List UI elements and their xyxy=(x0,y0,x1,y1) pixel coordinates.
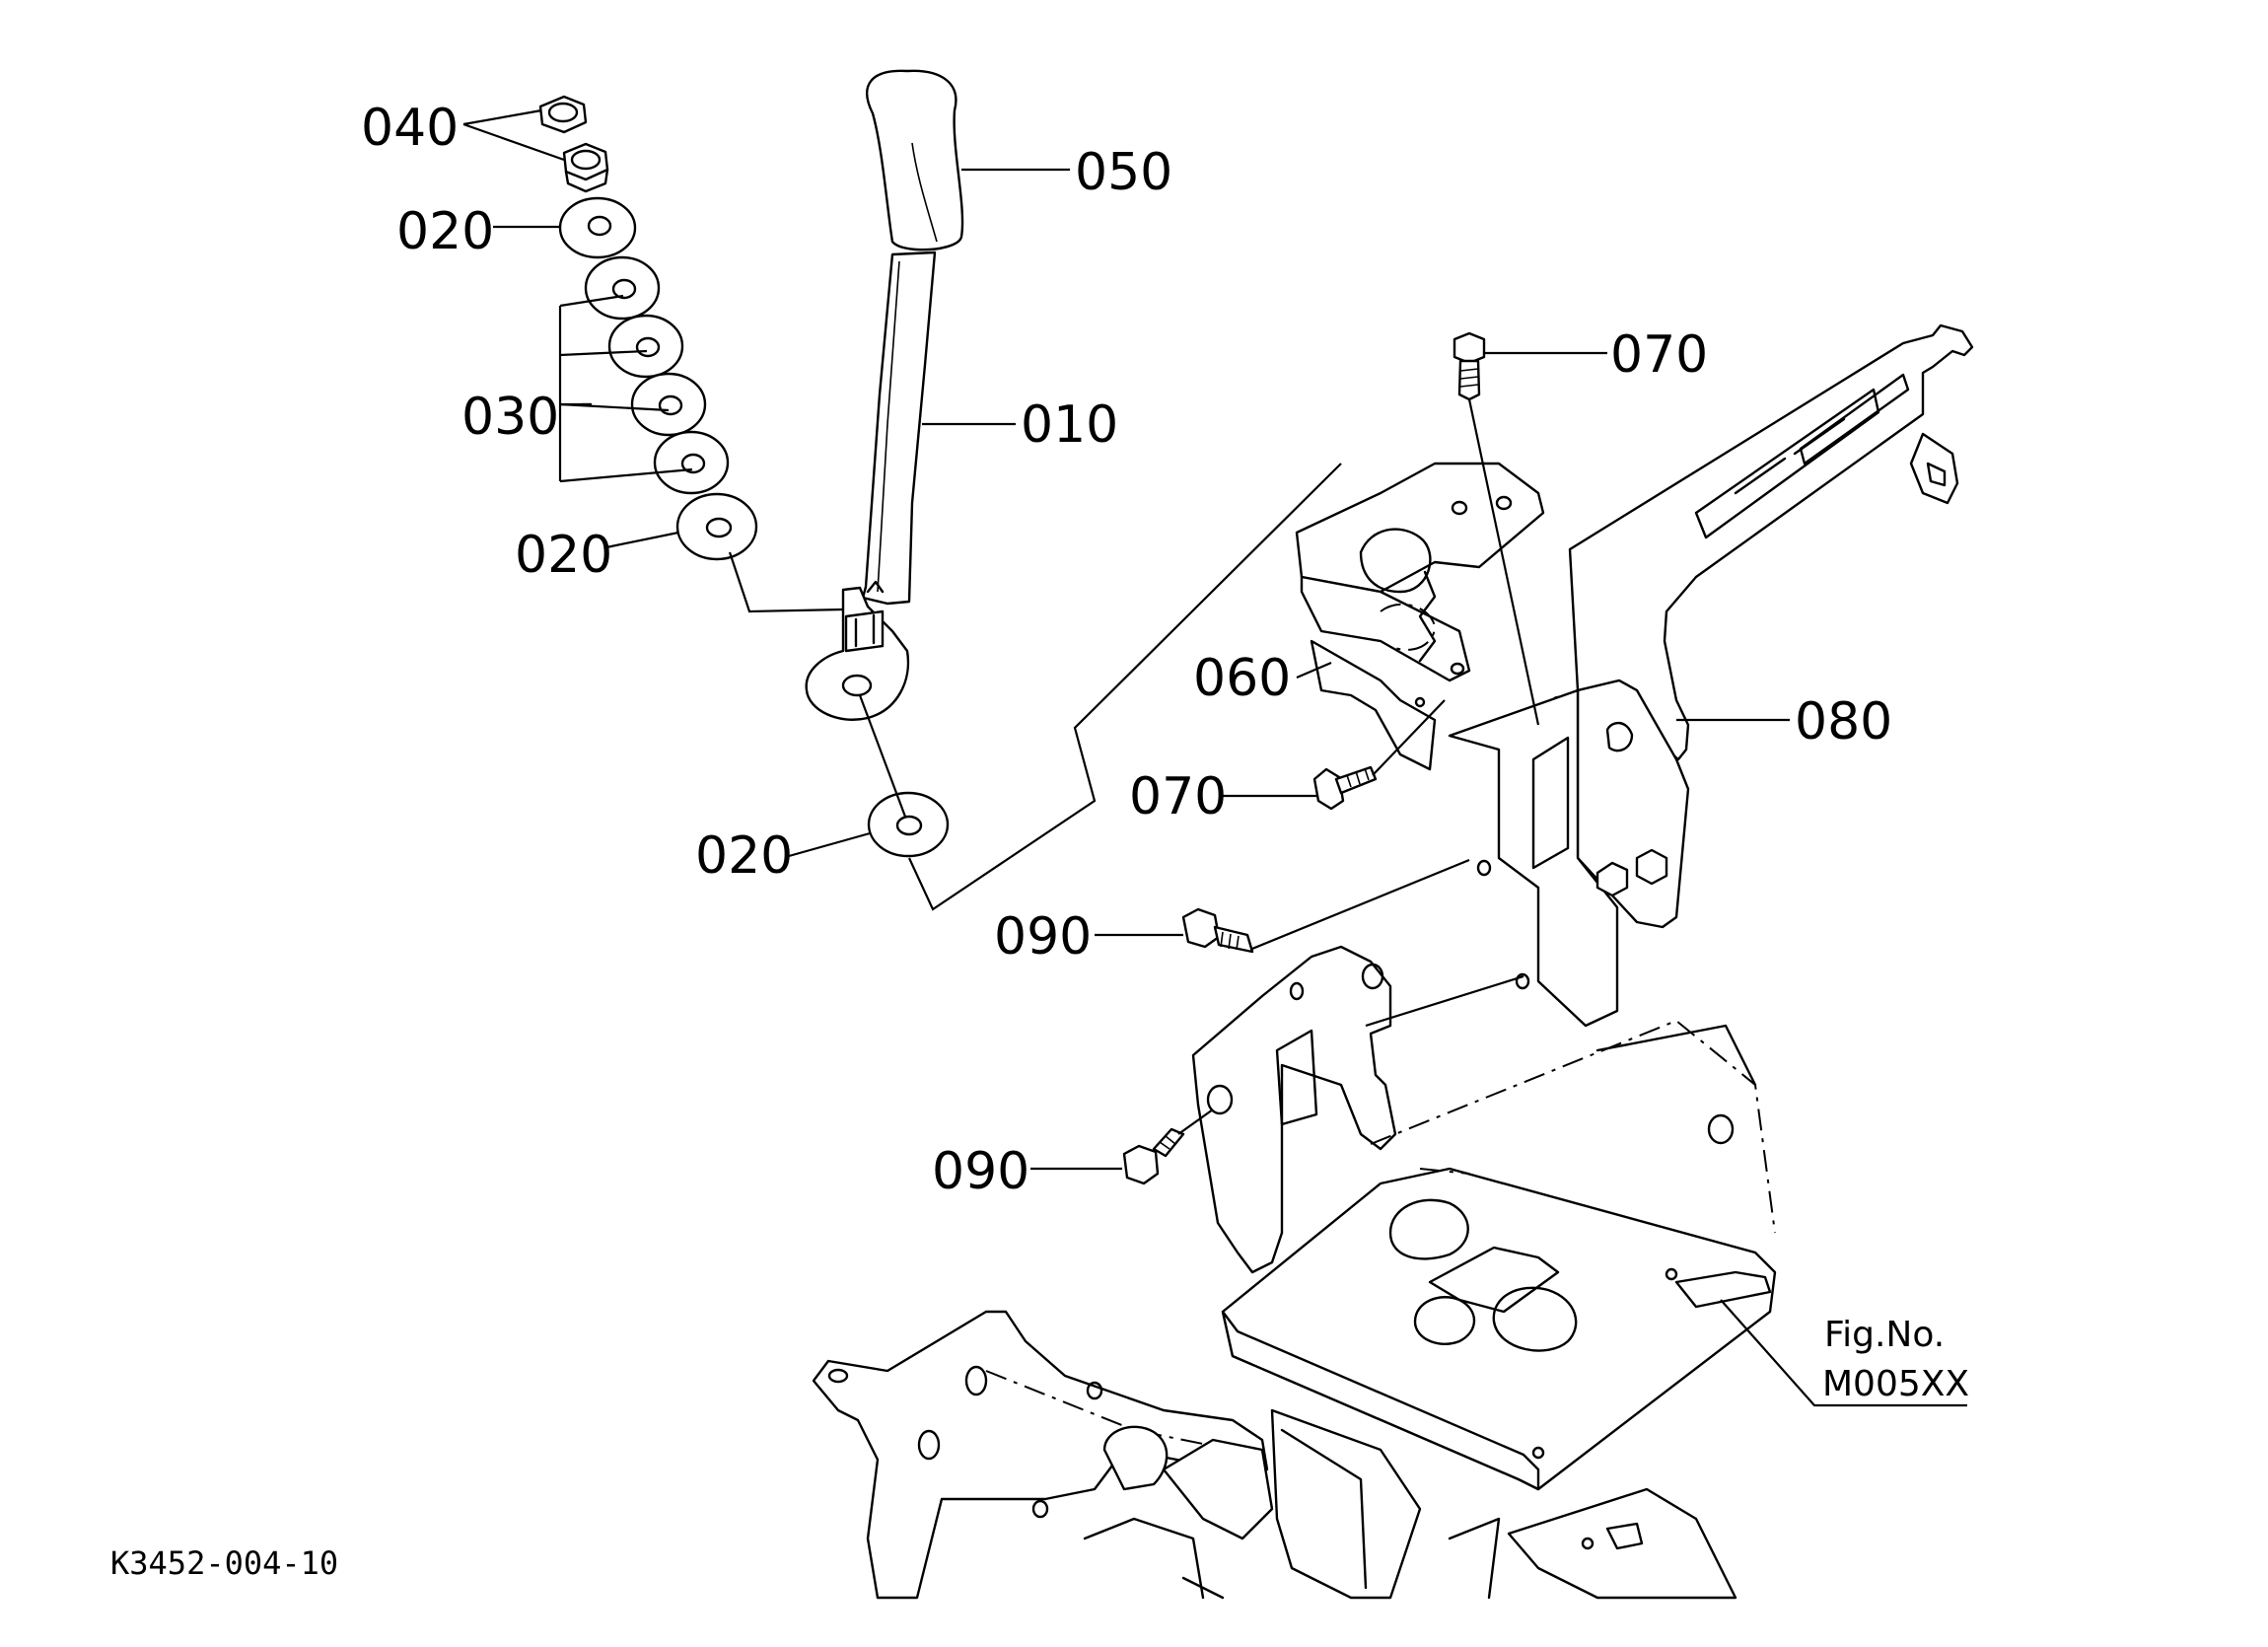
washer-020-mid xyxy=(675,492,758,561)
bolt-070-mid xyxy=(1312,765,1378,811)
label-020-mid: 020 xyxy=(515,526,612,585)
shift-lever-010 xyxy=(805,251,937,721)
label-070-mid: 070 xyxy=(1129,767,1227,826)
lever-knob-050 xyxy=(866,69,964,251)
nut-040-lower xyxy=(562,142,609,193)
bolt-090-bottom xyxy=(1122,1127,1185,1185)
label-060: 060 xyxy=(1193,649,1291,708)
leader-lines xyxy=(462,108,1967,1407)
label-020-top: 020 xyxy=(396,202,494,261)
figure-ref-line1: Fig.No. xyxy=(1824,1315,1945,1355)
lever-guide-bracket-060 xyxy=(1295,462,1545,771)
shift-gate-bracket-080 xyxy=(1448,323,1974,1028)
label-090-top: 090 xyxy=(994,907,1092,967)
label-050: 050 xyxy=(1075,143,1172,202)
nut-040-upper xyxy=(538,95,588,134)
bolt-070-top xyxy=(1453,331,1486,401)
label-030: 030 xyxy=(461,388,559,447)
washer-020-top xyxy=(558,196,637,259)
drawing-code: K3452-004-10 xyxy=(110,1544,338,1582)
label-070-top: 070 xyxy=(1610,325,1708,385)
label-040: 040 xyxy=(361,99,459,158)
label-010: 010 xyxy=(1021,395,1118,455)
figure-ref-line2: M005XX xyxy=(1822,1364,1969,1404)
label-090-bottom: 090 xyxy=(932,1142,1029,1201)
label-020-bottom: 020 xyxy=(695,826,793,886)
washer-stack-030 xyxy=(584,255,730,495)
bolt-090-top xyxy=(1181,907,1254,954)
label-080: 080 xyxy=(1795,692,1892,752)
washer-020-bottom xyxy=(867,791,950,858)
pedal-bracket-frame xyxy=(812,945,1777,1600)
